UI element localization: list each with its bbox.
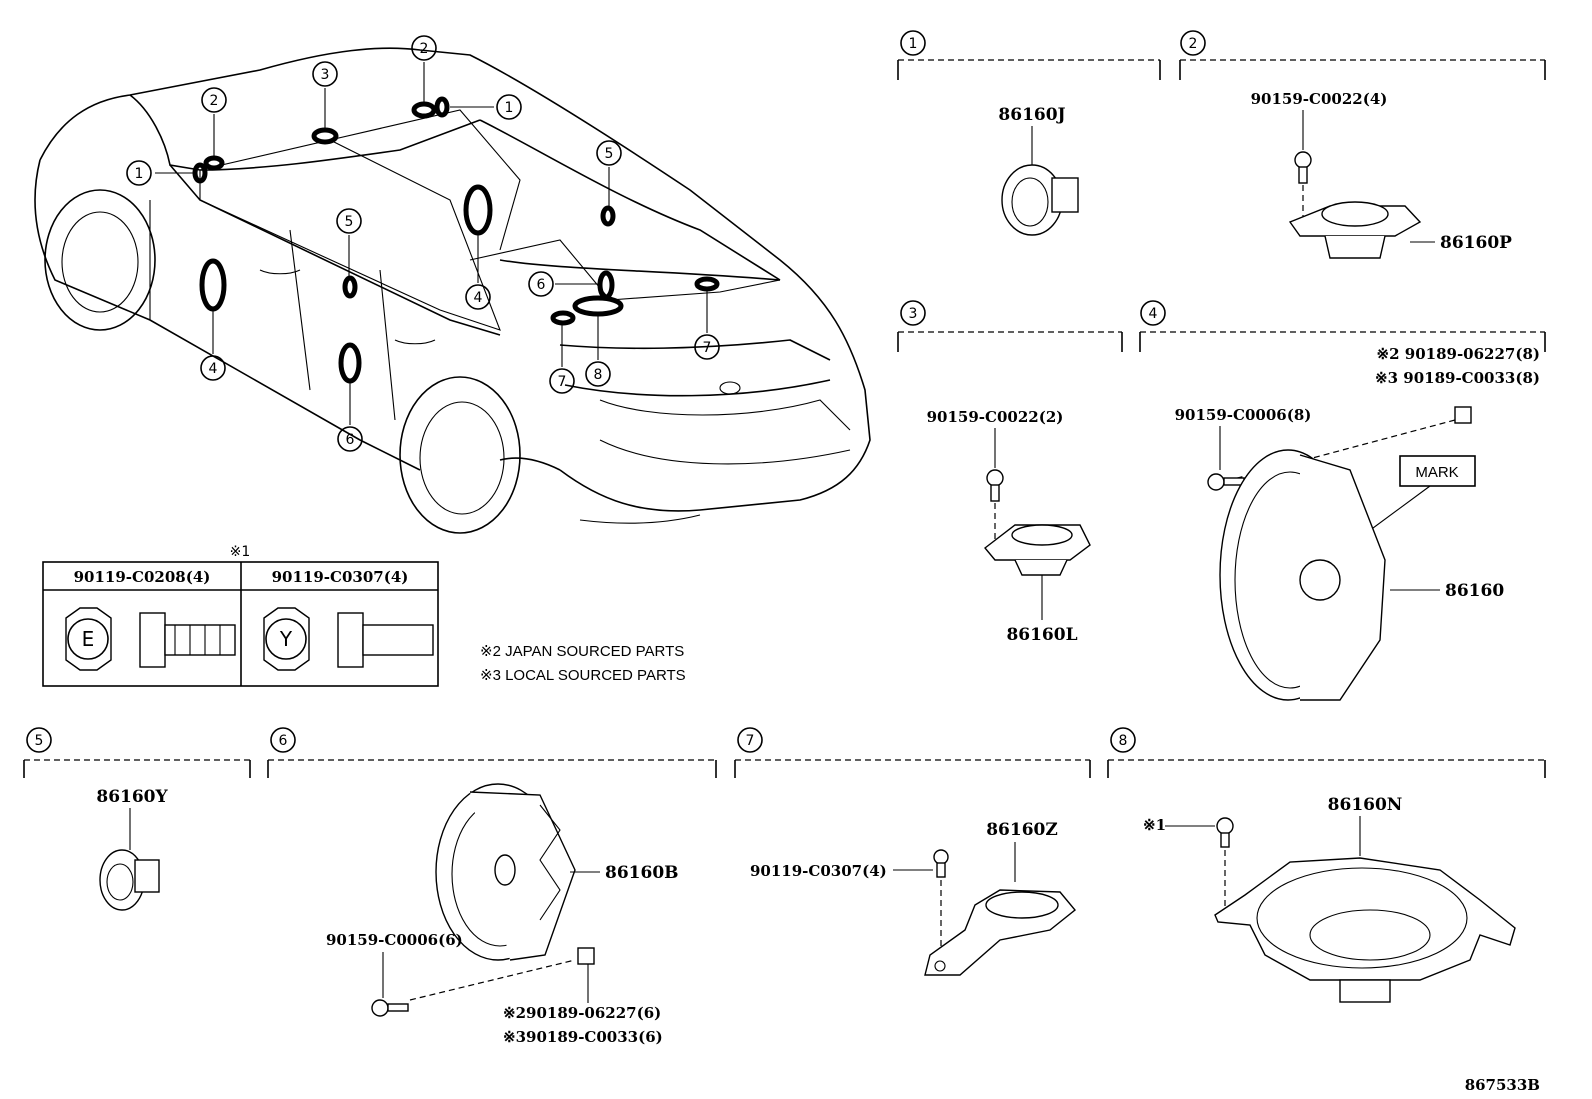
callout-circle: 4: [465, 284, 491, 310]
group-number: 4: [1149, 306, 1158, 322]
callout-circle: 7: [694, 334, 720, 360]
group-number: 8: [1119, 733, 1128, 749]
callout-circle: 5: [596, 140, 622, 166]
svg-text:1: 1: [505, 100, 514, 116]
callout-circle: 2: [201, 87, 227, 113]
note-japan-sourced: ※2 JAPAN SOURCED PARTS: [480, 643, 684, 660]
bolt-head-mark-e: E: [82, 627, 95, 651]
part-number: 86160B: [605, 863, 679, 883]
svg-text:6: 6: [537, 277, 546, 293]
group-3: 3 90159-C0022(2) 86160L: [897, 300, 1123, 645]
part-number: 86160Z: [986, 820, 1058, 840]
part-number: 86160: [1445, 581, 1504, 601]
callout-circle: 4: [200, 355, 226, 381]
fastener-table: ※1 90119-C0208(4) 90119-C0307(4) E Y: [42, 544, 439, 687]
group-number: 3: [909, 306, 918, 322]
part-number: ※290189-06227(6): [503, 1004, 661, 1022]
callout-circle: 7: [549, 368, 575, 394]
svg-text:5: 5: [345, 214, 354, 230]
table-header-col2: 90119-C0307(4): [272, 568, 409, 586]
part-number: ※2 90189-06227(8): [1377, 345, 1540, 363]
svg-text:1: 1: [135, 166, 144, 182]
part-number: ※3 90189-C0033(8): [1375, 369, 1540, 387]
callout-circle: 2: [411, 35, 437, 61]
svg-text:4: 4: [209, 361, 218, 377]
group-2: 2 90159-C0022(4) 86160P: [1179, 30, 1546, 259]
part-number: 90159-C0022(2): [927, 408, 1064, 426]
part-number: ※390189-C0033(6): [503, 1028, 663, 1046]
svg-text:4: 4: [474, 290, 483, 306]
group-1: 1 86160J: [897, 30, 1161, 236]
callout-circle: 5: [336, 208, 362, 234]
group-8: 8 86160N ※1: [1107, 727, 1546, 1003]
bolt-head-mark-y: Y: [279, 627, 293, 651]
mark-label: MARK: [1415, 464, 1458, 481]
part-number: 90159-C0006(8): [1175, 406, 1312, 424]
svg-text:3: 3: [321, 67, 330, 83]
callout-circle: 6: [528, 271, 554, 297]
group-number: 6: [279, 733, 288, 749]
part-number: 90119-C0307(4): [750, 862, 887, 880]
part-number: 86160Y: [96, 787, 168, 807]
part-number: 86160N: [1328, 795, 1403, 815]
group-7: 7 86160Z 90119-C0307(4): [734, 727, 1091, 976]
callout-circle: 1: [496, 94, 522, 120]
group-number: 1: [909, 36, 918, 52]
svg-text:7: 7: [703, 340, 712, 356]
group-number: 2: [1189, 36, 1198, 52]
group-number: 5: [35, 733, 44, 749]
part-number: 90159-C0006(6): [326, 931, 463, 949]
table-note-mark: ※1: [230, 544, 251, 560]
svg-text:2: 2: [210, 93, 219, 109]
group-4: 4 ※2 90189-06227(8) ※3 90189-C0033(8) 90…: [1139, 300, 1546, 701]
note-local-sourced: ※3 LOCAL SOURCED PARTS: [480, 667, 686, 684]
group-6: 6 86160B 90159-C0006(6) ※290189-06227(6)…: [267, 727, 717, 1046]
part-number: 86160P: [1440, 233, 1512, 253]
svg-text:8: 8: [594, 367, 603, 383]
table-header-col1: 90119-C0208(4): [74, 568, 211, 586]
part-number: 86160L: [1006, 625, 1077, 645]
group-5: 5 86160Y: [23, 727, 251, 911]
svg-text:7: 7: [558, 374, 567, 390]
figure-id: 867533B: [1465, 1076, 1540, 1094]
note-mark: ※1: [1143, 816, 1166, 834]
car-illustration: [34, 47, 871, 534]
car-callouts: 1 2 3 2 1 5 5 6 4 4 7 8 7 6: [126, 35, 720, 452]
callout-circle: 1: [126, 160, 152, 186]
part-number: 86160J: [998, 105, 1065, 125]
callout-circle: 3: [312, 61, 338, 87]
group-number: 7: [746, 733, 755, 749]
svg-text:2: 2: [420, 41, 429, 57]
svg-text:5: 5: [605, 146, 614, 162]
callout-circle: 6: [337, 426, 363, 452]
callout-circle: 8: [585, 361, 611, 387]
svg-text:6: 6: [346, 432, 355, 448]
part-number: 90159-C0022(4): [1251, 90, 1388, 108]
